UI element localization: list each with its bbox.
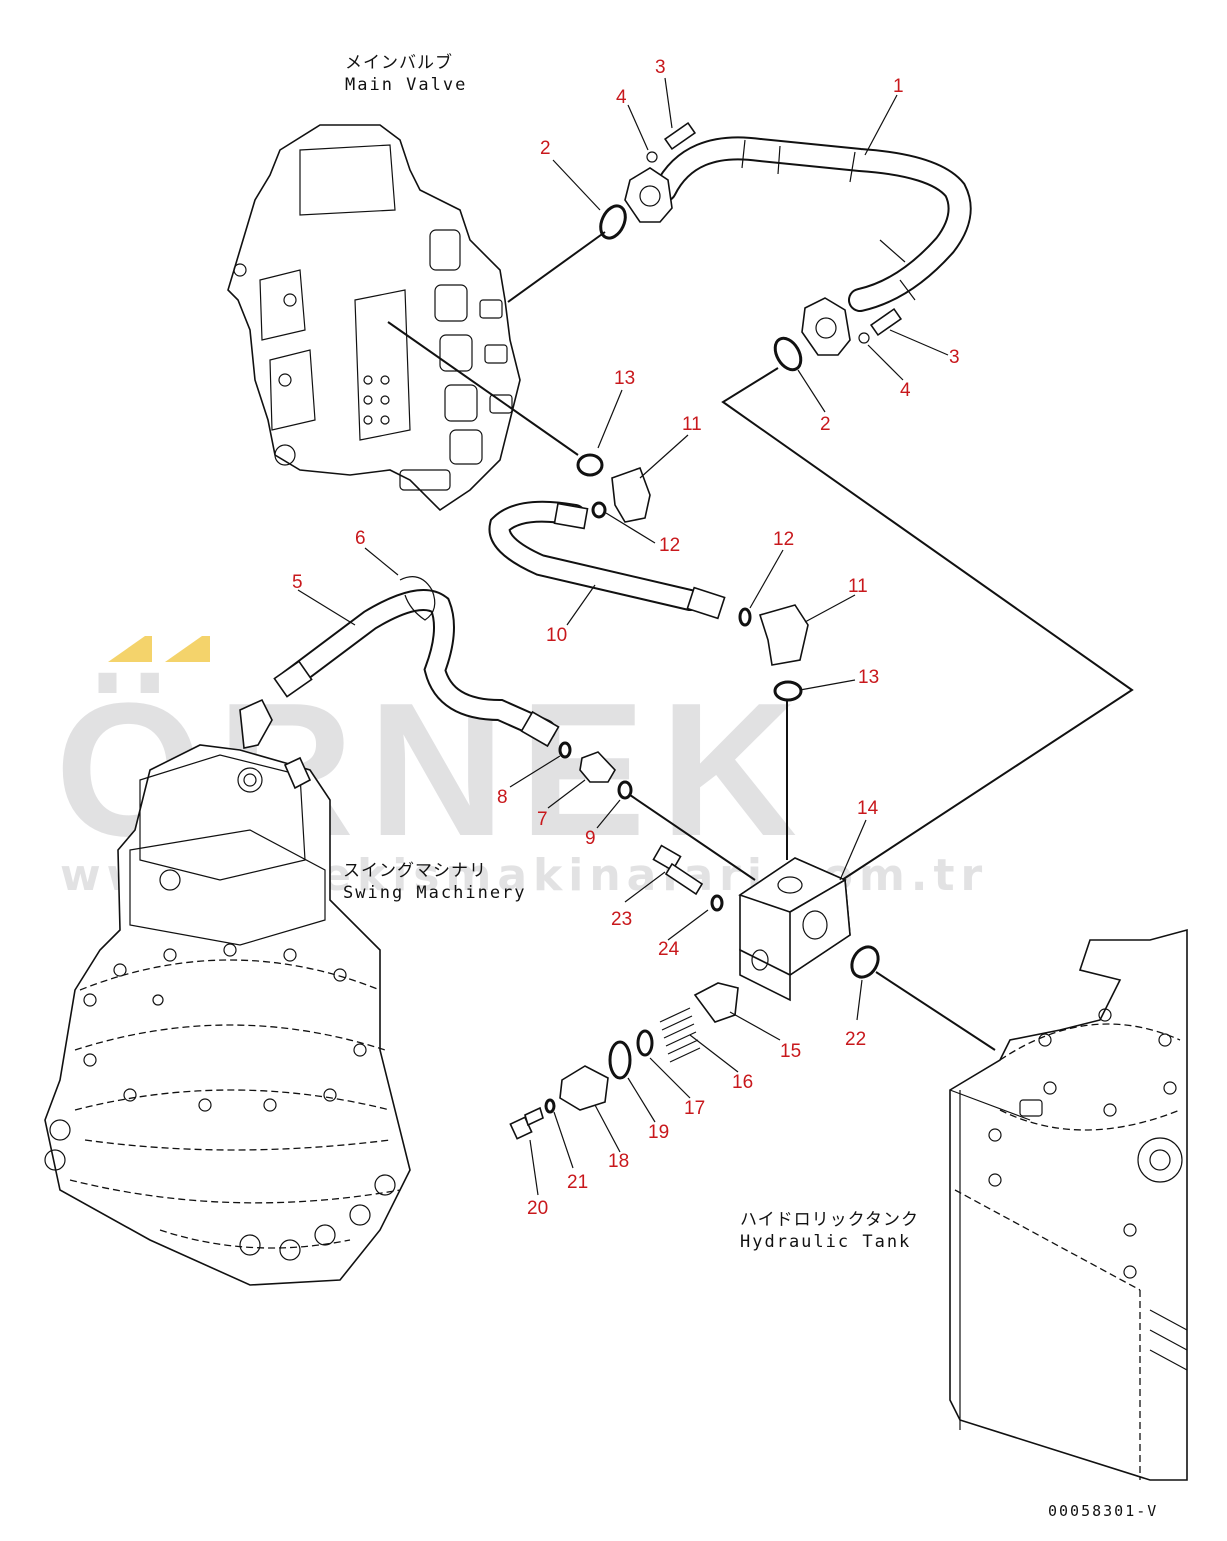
oring-2-upper (599, 204, 627, 240)
flange-lower (801, 297, 851, 356)
oring-2-lower (773, 336, 803, 372)
elbow-11-upper (611, 466, 651, 523)
callout-10: 10 (546, 625, 567, 646)
shim-17 (636, 1029, 654, 1057)
washer-24 (710, 894, 724, 912)
callouts: 1 2 2 3 3 4 4 5 6 7 8 9 10 11 11 12 12 1… (292, 57, 960, 1219)
washer-21 (544, 1098, 556, 1114)
callout-2-lower: 2 (820, 414, 831, 435)
oring-13-lower (773, 680, 803, 702)
callout-19: 19 (648, 1122, 669, 1143)
callout-1: 1 (893, 76, 904, 97)
drawing-code: 00058301-V (1048, 1502, 1158, 1520)
hose-5 (273, 589, 560, 748)
swing-machinery-label-jp: スイングマシナリ (343, 861, 487, 881)
callout-4-upper: 4 (616, 87, 627, 108)
callout-15: 15 (780, 1041, 801, 1062)
hydraulic-tank-label-jp: ハイドロリックタンク (740, 1210, 919, 1230)
hydraulic-tank-drawing (949, 928, 1188, 1481)
callout-8: 8 (497, 787, 508, 808)
callout-18: 18 (608, 1151, 629, 1172)
callout-21: 21 (567, 1172, 588, 1193)
flow-line-valve-to-oring13 (387, 321, 579, 456)
callout-12-upper: 12 (659, 535, 680, 556)
hydraulic-tank-label-en: Hydraulic Tank (740, 1232, 911, 1252)
oring-12-lower (738, 607, 752, 627)
main-valve-label-jp: メインバルブ (345, 52, 453, 73)
washer-4-lower (858, 332, 870, 344)
bolt-20 (509, 1106, 544, 1140)
callout-16: 16 (732, 1072, 753, 1093)
callout-7: 7 (537, 809, 548, 830)
cover-18 (559, 1065, 609, 1111)
callout-2-upper: 2 (540, 138, 551, 159)
watermark-accent-right (165, 636, 210, 662)
callout-4-lower: 4 (900, 380, 911, 401)
callout-24: 24 (658, 939, 680, 960)
callout-12-lower: 12 (773, 529, 794, 550)
oring-8 (558, 741, 572, 759)
leader-lines (297, 77, 949, 1196)
hose-10 (488, 500, 726, 620)
elbow-11-lower (758, 604, 809, 666)
callout-17: 17 (684, 1098, 705, 1119)
callout-13-lower: 13 (858, 667, 879, 688)
poppet-15 (693, 982, 739, 1023)
bolt-23 (652, 844, 704, 896)
oring-13-upper (576, 453, 604, 477)
callout-11-lower: 11 (848, 576, 868, 597)
callout-9: 9 (585, 828, 596, 849)
oring-12-upper (591, 501, 607, 519)
main-valve-drawing (227, 124, 521, 512)
callout-14: 14 (857, 798, 879, 819)
bolt-3-lower (869, 307, 903, 337)
swing-machinery-label-en: Swing Machinery (343, 883, 527, 903)
flow-line-hose1-to-block (721, 367, 1134, 881)
callout-20: 20 (527, 1198, 548, 1219)
main-valve-label-en: Main Valve (345, 75, 467, 95)
clamp-6 (399, 576, 436, 621)
callout-5: 5 (292, 572, 303, 593)
flow-line-valve-to-hose1 (507, 231, 606, 303)
callout-22: 22 (845, 1029, 866, 1050)
flange-upper (624, 167, 673, 223)
callout-11-upper: 11 (682, 414, 702, 435)
flow-line-oring9-to-block (629, 794, 756, 881)
valve-block-14 (738, 857, 851, 1002)
spring-16 (659, 1007, 701, 1063)
callout-13-upper: 13 (614, 368, 635, 389)
callout-3-upper: 3 (655, 57, 666, 78)
swing-machinery-drawing (44, 698, 411, 1286)
washer-4-upper (646, 151, 658, 163)
flow-line-oring22-to-tank (875, 971, 996, 1051)
callout-3-lower: 3 (949, 347, 960, 368)
hose-1 (653, 136, 972, 312)
oring-9 (617, 780, 633, 800)
bolt-3-upper (663, 121, 697, 151)
component-labels: メインバルブ Main Valve スイングマシナリ Swing Machine… (343, 52, 1158, 1520)
watermark-accent-left (108, 636, 152, 662)
callout-6: 6 (355, 528, 366, 549)
oring-22 (850, 945, 880, 979)
callout-23: 23 (611, 909, 632, 930)
oring-19 (608, 1040, 632, 1080)
connector-7 (579, 751, 616, 783)
